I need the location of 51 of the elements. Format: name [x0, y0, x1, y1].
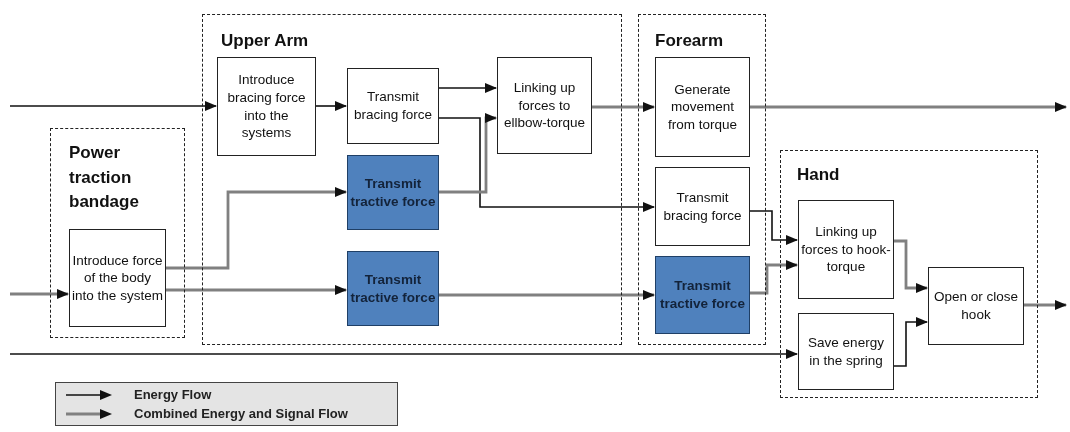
process-label: Generate movement from torque: [667, 80, 738, 134]
group-heading: Forearm: [655, 30, 725, 52]
process-box: [217, 57, 316, 156]
group-heading: Power traction bandage: [69, 142, 140, 214]
process-label: Introduce bracing force into the systems: [226, 71, 307, 142]
flow-arrow: [314, 101, 347, 111]
process-label: Linking up forces to ellbow-torque: [502, 79, 586, 132]
legend-label: Combined Energy and Signal Flow: [134, 406, 348, 421]
process-box: [69, 229, 166, 327]
process-label: Transmit bracing force: [662, 188, 743, 225]
process-label: Transmit tractive force: [350, 174, 436, 211]
flow-arrow: [437, 83, 497, 93]
flow-arrow: [748, 210, 798, 245]
group-frame: [638, 14, 766, 345]
process-box: [928, 267, 1024, 345]
group-frame: [202, 14, 622, 345]
legend-label: Energy Flow: [134, 387, 212, 402]
process-label: Transmit tractive force: [659, 277, 746, 313]
flow-arrow: [892, 317, 928, 367]
process-label: Transmit tractive force: [350, 270, 436, 307]
group-frame: [780, 150, 1038, 398]
process-box: [798, 313, 894, 390]
process-box: [655, 256, 750, 334]
process-label: Transmit bracing force: [352, 88, 433, 124]
process-label: Introduce force of the body into the system: [72, 251, 163, 305]
process-label: Linking up forces to hook-torque: [801, 223, 891, 276]
flow-arrow: [591, 102, 655, 112]
process-box: [655, 57, 750, 157]
process-box: [497, 57, 592, 154]
process-box: [655, 167, 750, 246]
flow-arrow: [9, 349, 798, 359]
flow-arrow: [9, 101, 217, 111]
flow-arrow: [438, 113, 497, 194]
flow-arrow: [165, 187, 347, 270]
group-heading: Hand: [797, 164, 841, 186]
process-box: [347, 68, 439, 144]
group-heading: Upper Arm: [221, 30, 310, 52]
flow-arrow: [437, 117, 655, 212]
process-label: Save energy in the spring: [807, 333, 885, 370]
flow-arrow: [438, 290, 655, 300]
process-box: [798, 200, 894, 299]
flow-arrow: [10, 289, 69, 299]
flow-arrow: [165, 285, 347, 295]
flow-arrow: [893, 239, 928, 293]
group-frame: [50, 128, 185, 338]
flow-arrow: [749, 102, 1067, 112]
process-label: Open or close hook: [932, 288, 1019, 324]
flow-arrow: [1023, 300, 1067, 310]
flow-arrow: [749, 260, 798, 295]
process-box: [347, 251, 439, 326]
process-box: [347, 155, 439, 230]
